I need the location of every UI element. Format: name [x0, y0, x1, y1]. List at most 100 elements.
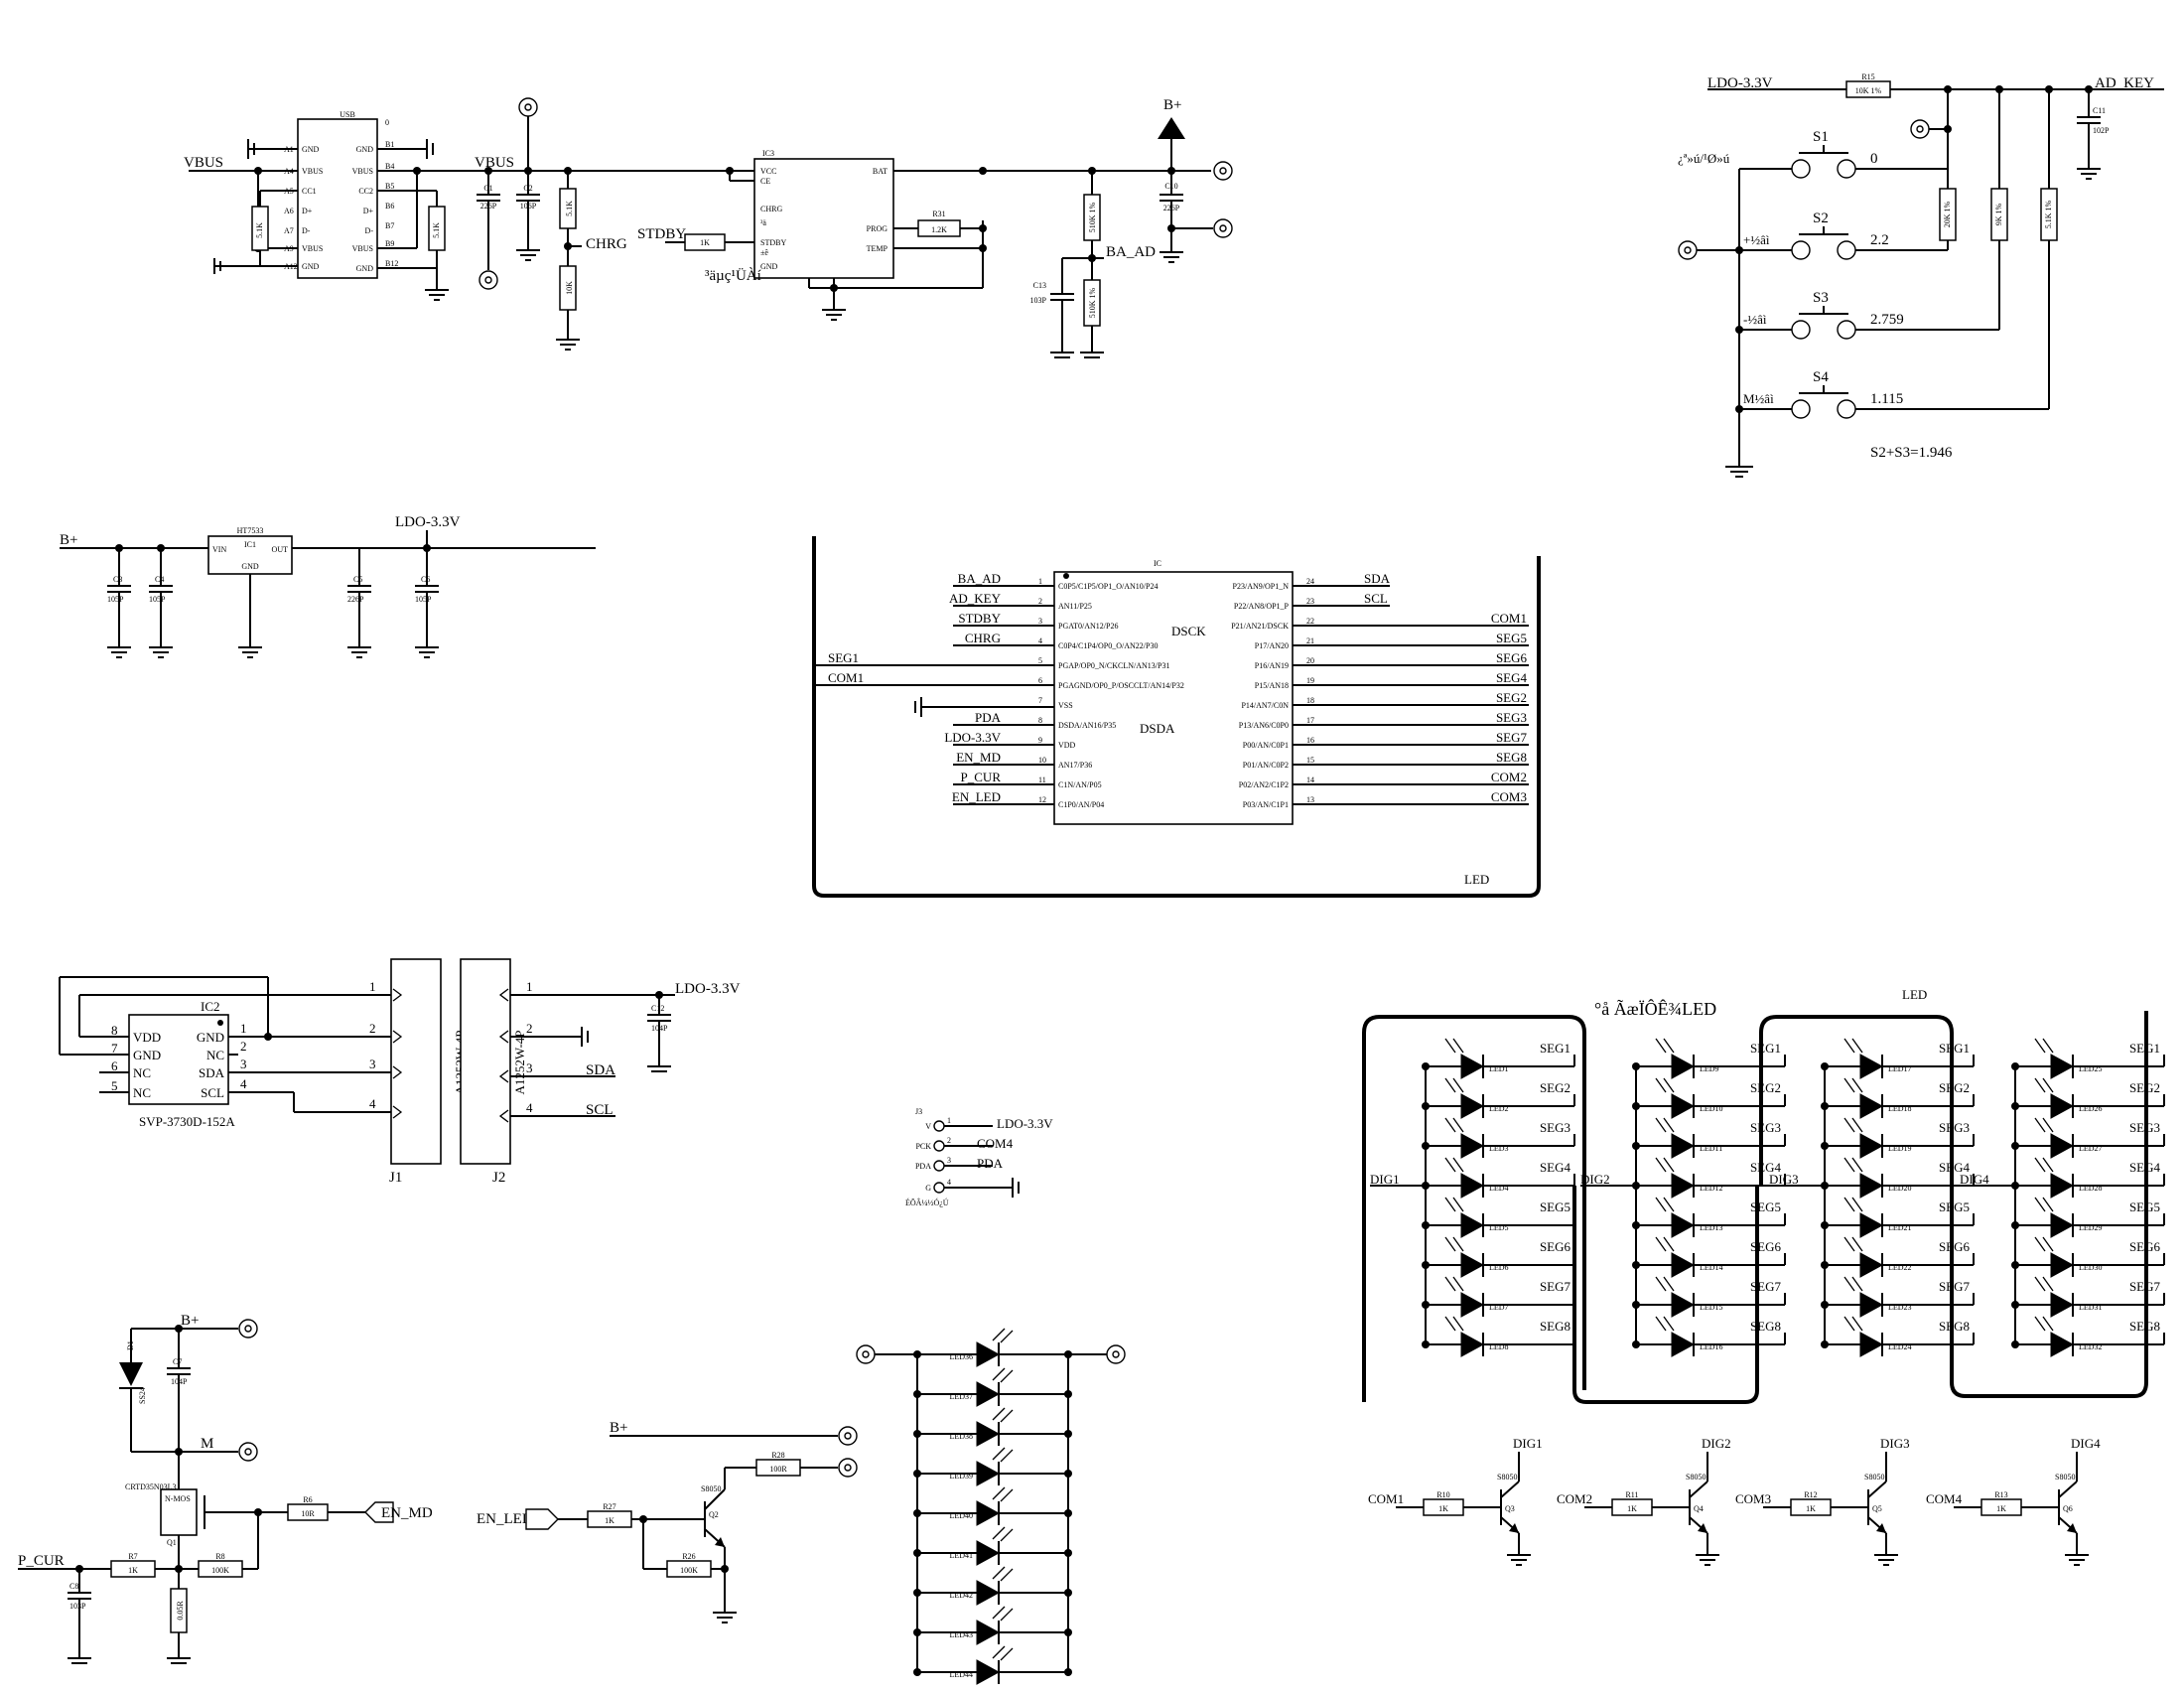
matrix-seg-label: SEG8	[1750, 1319, 1781, 1334]
mcu-pin-name: P02/AN2/C1P2	[1239, 780, 1289, 789]
sensor-pin-name: GND	[197, 1030, 224, 1045]
matrix-dig-label: DIG1	[1370, 1172, 1400, 1187]
sensor-pin-name: NC	[133, 1065, 151, 1080]
motor-bplus-label: B+	[181, 1313, 199, 1329]
mcu-pin-name: VSS	[1058, 701, 1073, 710]
charger-pin-name: STDBY	[760, 238, 786, 247]
key-function-label: ¿ª»ú/¹Ø»ú	[1678, 151, 1730, 166]
driver-com-label: COM4	[1926, 1491, 1963, 1506]
usb-pin-name: D-	[302, 226, 311, 235]
c7-ref: C7	[173, 1357, 182, 1366]
j1-connector	[390, 958, 442, 1165]
j3-pin-num: 2	[947, 1136, 951, 1145]
mcu-pin-name: P23/AN9/OP1_N	[1233, 582, 1290, 591]
mcu-pin-name: P14/AN7/C0N	[1241, 701, 1289, 710]
mcu-pin-num: 10	[1038, 756, 1046, 765]
mcu-net-label: SEG3	[1496, 710, 1527, 725]
matrix-dig-label: DIG2	[1580, 1172, 1610, 1187]
r8-ref: R8	[215, 1552, 224, 1561]
j3-pin-name: PCK	[915, 1142, 931, 1151]
matrix-seg-label: SEG4	[1939, 1160, 1971, 1175]
matrix-seg-label: SEG8	[1540, 1319, 1570, 1334]
j3-pin-name: G	[925, 1184, 931, 1193]
driver-dig-label: DIG1	[1513, 1436, 1543, 1451]
led-ref: LED39	[949, 1472, 973, 1481]
key-voltage: 2.759	[1870, 312, 1904, 328]
j3-pin-name: V	[925, 1122, 931, 1131]
j1-ref: J1	[389, 1170, 402, 1186]
sensor-pin-name: NC	[206, 1048, 224, 1062]
c11-value: 102P	[2093, 126, 2110, 135]
ldo-ic-ref: IC1	[244, 540, 256, 549]
matrix-led-ref: LED12	[1700, 1184, 1723, 1193]
ldo-cap-ref: C6	[421, 575, 430, 584]
usb-pin-name: CC2	[358, 187, 373, 196]
c13-value: 103P	[1030, 296, 1047, 305]
ldo-cap-value: 105P	[149, 595, 166, 604]
mcu-pin-name: C0P5/C1P5/OP1_O/AN10/P24	[1058, 582, 1158, 591]
matrix-led-ref: LED4	[1489, 1184, 1509, 1193]
driver-r-ref: R10	[1436, 1490, 1449, 1499]
led-ref: LED43	[949, 1630, 973, 1639]
matrix-led-ref: LED13	[1700, 1223, 1723, 1232]
led-diode: LED38	[913, 1407, 1072, 1447]
matrix-seg-label: SEG6	[2129, 1239, 2161, 1254]
mcu-pin-num: 6	[1038, 676, 1042, 685]
usb-pin-name: GND	[302, 145, 320, 154]
sensor-pin-name: VDD	[133, 1030, 161, 1045]
ldo-cap-ref: C5	[353, 575, 362, 584]
matrix-led-ref: LED5	[1489, 1223, 1509, 1232]
en-led-label: EN_LED	[477, 1511, 533, 1527]
driver-r-ref: R13	[1994, 1490, 2007, 1499]
c8-ref: C8	[69, 1582, 78, 1591]
mcu-left-pin: VSS 7	[1038, 696, 1073, 710]
led-diode: LED39	[913, 1447, 1072, 1486]
matrix-seg-label: SEG3	[1750, 1120, 1781, 1135]
r15-ref: R15	[1861, 72, 1874, 81]
matrix-seg-label: SEG2	[1540, 1080, 1570, 1095]
charger-pin-name: CHRG	[760, 205, 782, 213]
matrix-led-ref: LED18	[1888, 1104, 1912, 1113]
usb-pin-num: 0	[385, 118, 389, 127]
led-diode: LED37	[913, 1367, 1072, 1407]
usb-pin-name: VBUS	[352, 167, 373, 176]
j2-pin-num: 2	[526, 1021, 533, 1036]
matrix-led-ref: LED27	[2079, 1144, 2103, 1153]
mcu-pin-name: P00/AN/C0P1	[1243, 741, 1289, 750]
matrix-seg-label: SEG3	[1540, 1120, 1570, 1135]
sensor-pin-num: 5	[111, 1078, 118, 1093]
usb-pin-num: A6	[284, 207, 294, 215]
led-ref: LED41	[949, 1551, 973, 1560]
matrix-led-ref: LED3	[1489, 1144, 1509, 1153]
j2-pin-num: 3	[526, 1060, 533, 1075]
r26-value: 100K	[680, 1566, 698, 1575]
j3-pin-name: PDA	[915, 1162, 931, 1171]
r29-value: 510K 1%	[1088, 202, 1097, 232]
j1-pin-num: 4	[369, 1096, 376, 1111]
led-diode: LED43	[913, 1606, 1072, 1645]
mcu-pin-name: VDD	[1058, 741, 1076, 750]
matrix-seg-label: SEG4	[1750, 1160, 1782, 1175]
mcu-pin-num: 23	[1306, 597, 1314, 606]
c10-ref: C10	[1164, 182, 1177, 191]
q1-ref: Q1	[167, 1538, 177, 1547]
mcu-pin-num: 7	[1038, 696, 1042, 705]
driver-dig-label: DIG2	[1702, 1436, 1731, 1451]
mcu-frame	[812, 536, 1541, 898]
led-ref: LED36	[949, 1352, 973, 1361]
sensor-pin-num: 8	[111, 1023, 118, 1038]
